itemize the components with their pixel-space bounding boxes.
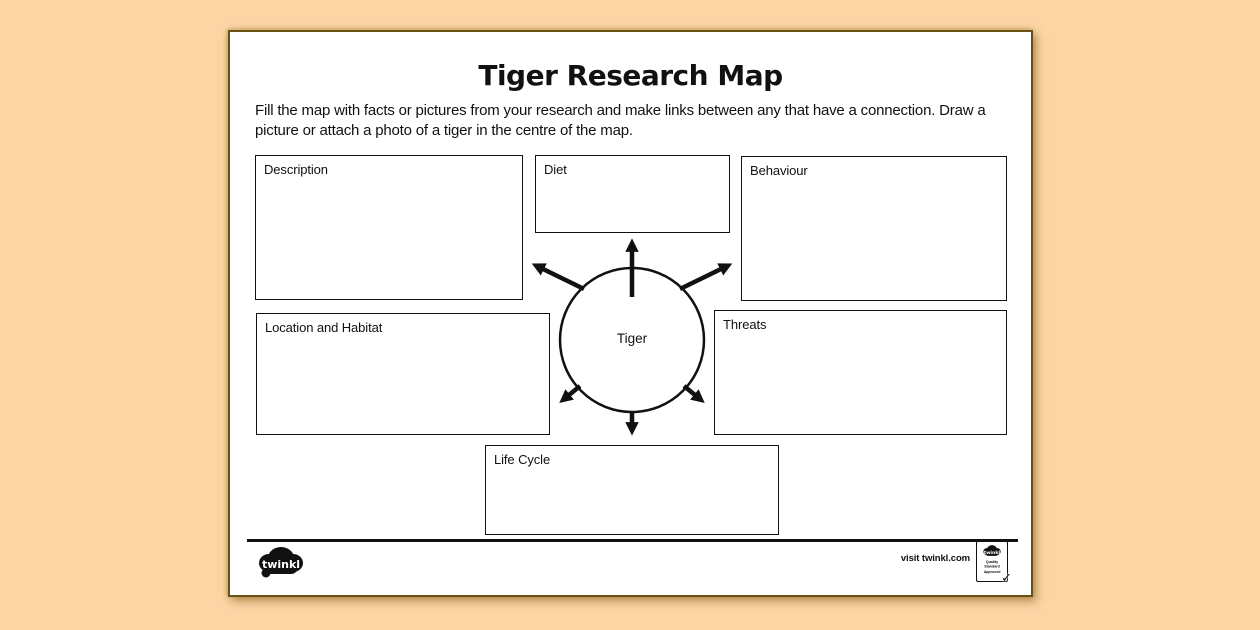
footer-divider (247, 539, 1018, 542)
worksheet-page: Tiger Research Map Fill the map with fac… (228, 30, 1033, 597)
visit-twinkl-link: visit twinkl.com (900, 553, 970, 564)
location-habitat-box-label: Location and Habitat (265, 320, 383, 335)
description-box[interactable]: Description (255, 155, 523, 300)
threats-box-label: Threats (723, 317, 767, 332)
twinkl-logo-icon: twinkl (259, 547, 303, 578)
life-cycle-box[interactable]: Life Cycle (485, 445, 779, 535)
diet-box[interactable]: Diet (535, 155, 730, 233)
behaviour-box-label: Behaviour (750, 163, 808, 178)
twinkl-logo-text: twinkl (262, 558, 300, 571)
description-box-label: Description (264, 162, 328, 177)
diet-box-label: Diet (544, 162, 567, 177)
behaviour-box[interactable]: Behaviour (741, 156, 1007, 301)
life-cycle-box-label: Life Cycle (494, 452, 551, 467)
arrow-upper-left (531, 263, 585, 292)
arrow-lower-left (559, 384, 582, 403)
instructions-text: Fill the map with facts or pictures from… (255, 102, 986, 139)
badge-text-line2: Approved (983, 569, 1001, 575)
arrow-lower-right (682, 384, 705, 403)
badge-twinkl-logo-icon: twinkl (983, 545, 1001, 556)
threats-box[interactable]: Threats (714, 310, 1007, 435)
arrow-upper-right (679, 263, 733, 292)
center-node-label: Tiger (616, 331, 648, 346)
badge-checkmark-icon: ✓ (1001, 570, 1012, 585)
badge-text-line1: Quality Standard (984, 559, 1000, 569)
mind-map-diagram (531, 238, 733, 436)
page-title: Tiger Research Map (478, 59, 783, 92)
location-habitat-box[interactable]: Location and Habitat (256, 313, 550, 435)
quality-approved-badge: twinkl Quality Standard Approved ✓ (976, 541, 1012, 585)
badge-twinkl-logo-text: twinkl (984, 550, 1001, 556)
